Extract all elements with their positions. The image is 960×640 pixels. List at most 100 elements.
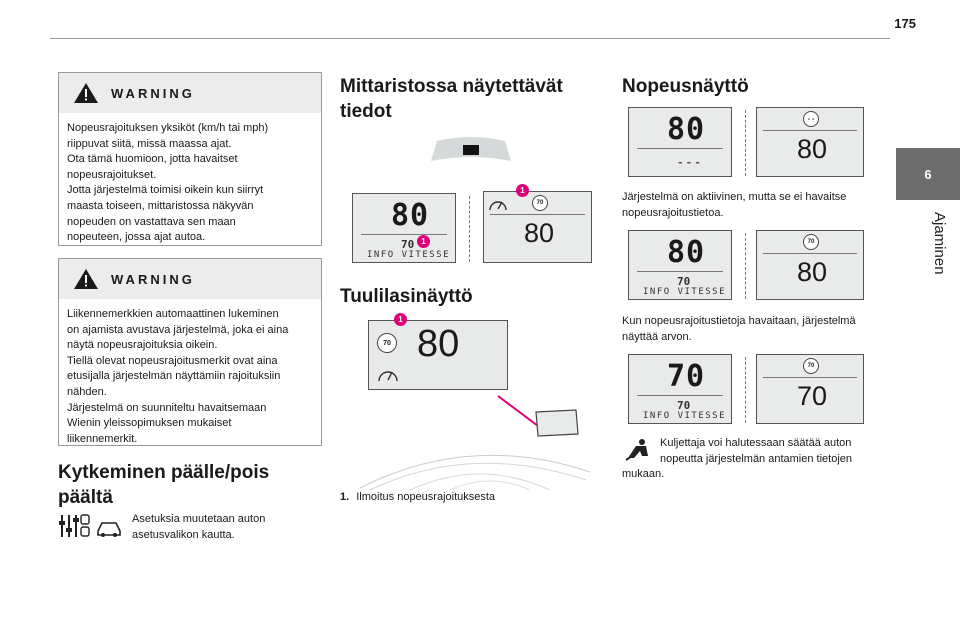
divider	[745, 233, 746, 299]
cluster-display: 80 70 INFO VITESSE	[352, 193, 456, 263]
speed-limit-sign: 70	[532, 195, 548, 211]
cluster-no-limit-dashes: ---	[677, 156, 703, 169]
warning-line: Tiellä olevat nopeusrajoitusmerkit ovat …	[67, 354, 278, 367]
warning-title: WARNING	[111, 271, 195, 287]
heading-hud: Tuulilasinäyttö	[340, 286, 473, 307]
on-off-text: Asetuksia muutetaan auton asetusvalikon …	[132, 512, 265, 543]
warning-line: liikennemerkit.	[67, 432, 138, 445]
warning-line: Liikennemerkkien automaattinen lukeminen	[67, 308, 279, 320]
cluster-speed-value: 80	[667, 235, 706, 270]
windshield-hud-illustration	[359, 395, 591, 491]
heading-cluster-info: Mittaristossa näytettävät tiedot	[340, 74, 600, 124]
speedometer-icon	[378, 371, 398, 382]
chapter-title: Ajaminen	[931, 212, 948, 275]
speed-text-3: Kuljettaja voi halutessaan säätää auton …	[622, 436, 852, 483]
warning-line: on ajamista avustava järjestelmä, joka e…	[67, 323, 289, 336]
separator-line	[637, 148, 723, 149]
instrument-cluster-icon	[431, 137, 511, 161]
text-line: Asetuksia muutetaan auton	[132, 513, 266, 525]
heading-line: tiedot	[340, 101, 392, 122]
cluster-limit-value: 70	[677, 399, 691, 412]
warning-line: Jotta järjestelmä toimisi oikein kun sii…	[67, 184, 264, 197]
warning-header: WARNING	[59, 259, 321, 299]
speed-limit-sign: 70	[803, 358, 819, 374]
callout-marker: 1	[394, 313, 407, 326]
separator-line	[361, 234, 447, 235]
hud-footnote: 1. Ilmoitus nopeusrajoituksesta	[340, 490, 495, 506]
speed-text-1: Järjestelmä on aktiivinen, mutta se ei h…	[622, 190, 846, 221]
warning-box-units: WARNING Nopeusrajoituksen yksiköt (km/h …	[58, 72, 322, 246]
warning-header: WARNING	[59, 73, 321, 113]
speed-panel-adjusted: 70 70	[756, 354, 864, 424]
heading-speed-display: Nopeusnäyttö	[622, 76, 749, 97]
cluster-speed-value: 80	[391, 198, 430, 233]
hud-speed-limit-sign: 70	[377, 333, 397, 353]
cluster-display-inactive: 80 ---	[628, 107, 732, 177]
text-line: näyttää arvon.	[622, 330, 692, 343]
heading-line: päältä	[58, 487, 113, 508]
speed-text-2: Kun nopeusrajoitustietoja havaitaan, jär…	[622, 314, 856, 345]
warning-line: näytä nopeusrajoituksia oikein.	[67, 339, 218, 352]
cluster-speed-value: 80	[667, 112, 706, 147]
settings-sliders-icon	[59, 514, 121, 537]
panel-speed-value: 80	[797, 257, 828, 287]
hud-display: 70 80	[368, 320, 508, 390]
panel-speed-value: 70	[797, 381, 828, 411]
warning-line: Järjestelmä on suunniteltu havaitsemaan	[67, 401, 267, 414]
text-line: nopeusrajoitustietoa.	[622, 206, 724, 219]
cluster-limit-value: 70	[401, 238, 415, 251]
driver-hand-icon	[625, 439, 648, 461]
hud-speed-value: 80	[417, 323, 460, 365]
warning-line: nopeuteen, jossa ajat autoa.	[67, 231, 206, 244]
cluster-display-adjusted: 70 70 INFO VITESSE	[628, 354, 732, 424]
text-line: Kun nopeusrajoitustietoja havaitaan, jär…	[622, 315, 856, 327]
warning-line: Wienin yleissopimuksen mukaiset	[67, 417, 232, 430]
warning-line: nopeuden on vastattava sen maan	[67, 215, 236, 228]
separator-line	[637, 395, 723, 396]
header-rule	[50, 38, 890, 39]
text-line: Kuljettaja voi halutessaan säätää auton	[660, 437, 852, 449]
speed-limit-sign-empty: - -	[803, 111, 819, 127]
panel-speed-value: 80	[797, 134, 828, 164]
warning-line: etusijalla järjestelmän näyttämiin rajoi…	[67, 370, 281, 383]
warning-line: maasta toiseen, mittaristossa näkyvän	[67, 199, 254, 212]
heading-line: Mittaristossa näytettävät	[340, 76, 563, 97]
warning-line: riippuvat siitä, missä maassa ajat.	[67, 137, 232, 150]
divider	[745, 110, 746, 176]
separator-line	[763, 130, 857, 131]
cluster-display-detected: 80 70 INFO VITESSE	[628, 230, 732, 300]
speed-panel: 70 80	[483, 191, 592, 263]
warning-box-recognition: WARNING Liikennemerkkien automaattinen l…	[58, 258, 322, 446]
heading-line: Kytkeminen päälle/pois	[58, 462, 270, 483]
text-line: nopeutta järjestelmän antamien tietojen	[660, 452, 853, 465]
divider	[745, 357, 746, 423]
warning-icon	[74, 269, 98, 289]
text-line: mukaan.	[622, 468, 665, 481]
warning-line: nopeusrajoitukset.	[67, 168, 157, 181]
speed-limit-sign: 70	[803, 234, 819, 250]
warning-title: WARNING	[111, 85, 195, 101]
speedometer-icon	[489, 201, 507, 211]
warning-icon	[74, 83, 98, 103]
separator-line	[637, 271, 723, 272]
heading-on-off: Kytkeminen päälle/pois päältä	[58, 460, 318, 510]
warning-line: Ota tämä huomioon, jotta havaitset	[67, 153, 238, 166]
speed-panel-detected: 70 80	[756, 230, 864, 300]
text-line: asetusvalikon kautta.	[132, 528, 235, 541]
separator-line	[763, 377, 857, 378]
separator-line	[763, 253, 857, 254]
callout-marker: 1	[417, 235, 430, 248]
warning-text: Liikennemerkkien automaattinen lukeminen…	[59, 299, 321, 457]
panel-speed-value: 80	[524, 218, 555, 248]
text-line: Järjestelmä on aktiivinen, mutta se ei h…	[622, 191, 847, 203]
cluster-speed-value: 70	[667, 359, 706, 394]
warning-line: Nopeusrajoituksen yksiköt (km/h tai mph)	[67, 122, 269, 134]
chapter-tab[interactable]: 6	[896, 148, 960, 200]
callout-marker: 1	[516, 184, 529, 197]
footnote-text: Ilmoitus nopeusrajoituksesta	[356, 491, 496, 503]
warning-text: Nopeusrajoituksen yksiköt (km/h tai mph)…	[59, 113, 321, 256]
cluster-info-label: INFO VITESSE	[367, 250, 451, 260]
warning-line: nähden.	[67, 385, 107, 398]
footnote-number: 1.	[340, 491, 350, 503]
cluster-limit-value: 70	[677, 275, 691, 288]
